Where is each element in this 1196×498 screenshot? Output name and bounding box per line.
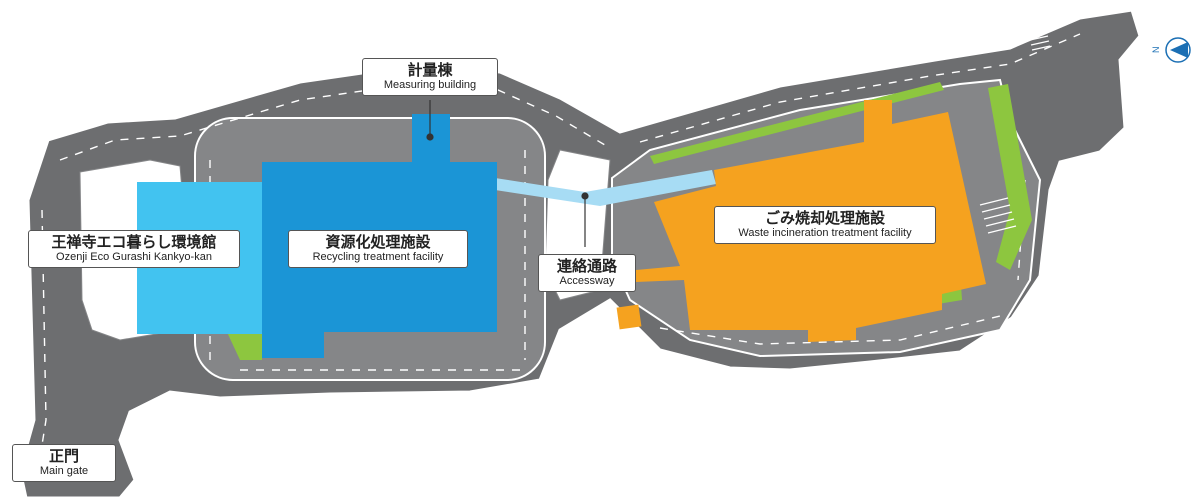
- eco-house-jp: 王禅寺エコ暮らし環境館: [51, 233, 217, 251]
- incineration-annex: [616, 304, 642, 330]
- measuring-building-jp: 計量棟: [407, 61, 453, 79]
- accessway-jp: 連絡通路: [556, 257, 617, 275]
- accessway-bridge: [495, 170, 716, 206]
- main-gate-jp: 正門: [48, 447, 79, 465]
- measuring-building-en: Measuring building: [383, 79, 477, 91]
- main-gate-en: Main gate: [39, 465, 89, 477]
- measuring-building-label: 計量棟 Measuring building: [362, 58, 498, 96]
- north-arrow-icon: [1165, 37, 1191, 63]
- compass-letter: N: [1151, 47, 1161, 54]
- accessway-en: Accessway: [559, 275, 615, 287]
- incineration-facility-jp: ごみ焼却処理施設: [764, 209, 885, 227]
- eco-house-label: 王禅寺エコ暮らし環境館 Ozenji Eco Gurashi Kankyo-ka…: [28, 230, 240, 268]
- eco-house-en: Ozenji Eco Gurashi Kankyo-kan: [56, 251, 212, 263]
- accessway-label: 連絡通路 Accessway: [538, 254, 636, 292]
- incineration-facility-en: Waste incineration treatment facility: [738, 227, 912, 239]
- recycling-facility-label: 資源化処理施設 Recycling treatment facility: [288, 230, 468, 268]
- recycling-facility-en: Recycling treatment facility: [312, 251, 444, 263]
- parking-stripes: [979, 35, 1051, 234]
- incineration-facility-label: ごみ焼却処理施設 Waste incineration treatment fa…: [714, 206, 936, 244]
- leader-lines: [426, 100, 589, 247]
- main-gate-label: 正門 Main gate: [12, 444, 116, 482]
- recycling-facility-jp: 資源化処理施設: [325, 233, 431, 251]
